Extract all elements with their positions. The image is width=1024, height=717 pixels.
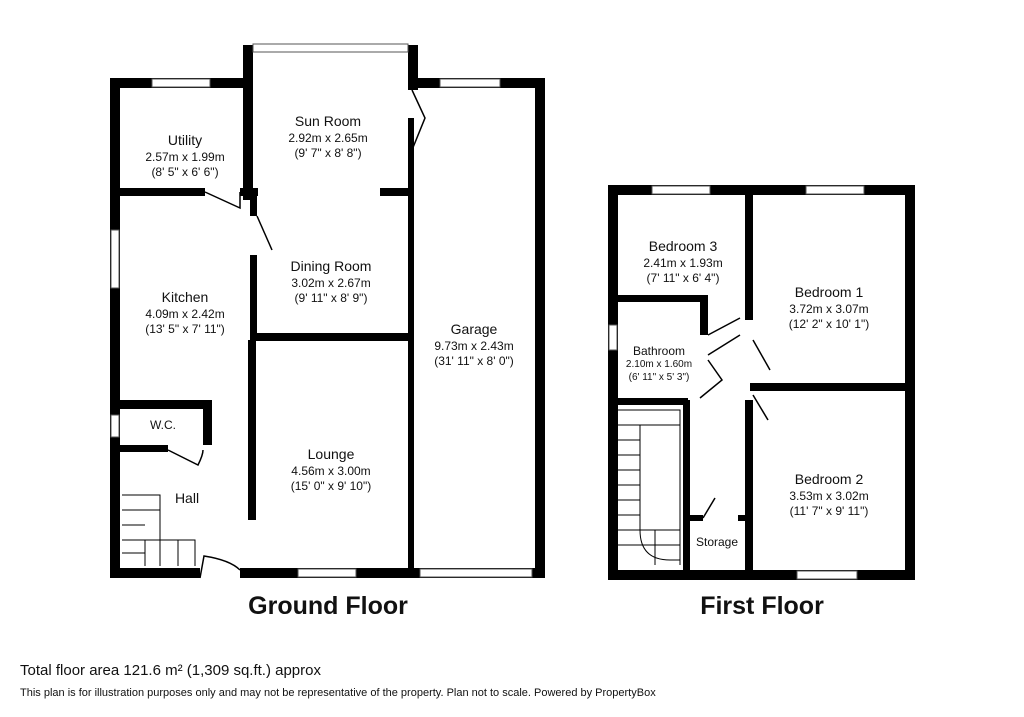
room-wc: W.C. xyxy=(150,418,176,433)
room-metric: 4.09m x 2.42m xyxy=(145,306,225,321)
room-metric: 3.53m x 3.02m xyxy=(789,488,869,503)
room-imperial: (8' 5" x 6' 6") xyxy=(151,164,219,179)
room-metric: 2.57m x 1.99m xyxy=(145,149,225,164)
room-imperial: (6' 11" x 5' 3") xyxy=(628,371,690,383)
room-metric: 4.56m x 3.00m xyxy=(291,463,371,478)
room-name: W.C. xyxy=(150,418,176,432)
room-name: Bedroom 2 xyxy=(794,471,864,487)
room-name: Bedroom 3 xyxy=(648,238,718,254)
room-name: Storage xyxy=(695,535,739,549)
ground-floor-title: Ground Floor xyxy=(248,592,408,620)
room-metric: 2.10m x 1.60m xyxy=(625,359,693,370)
room-storage: Storage xyxy=(696,535,738,550)
disclaimer: This plan is for illustration purposes o… xyxy=(20,687,656,699)
room-imperial: (7' 11" x 6' 4") xyxy=(646,270,720,285)
doors xyxy=(167,89,771,579)
room-name: Garage xyxy=(450,321,498,337)
stairs xyxy=(122,409,681,566)
room-name: Utility xyxy=(167,132,203,148)
room-imperial: (12' 2" x 10' 1") xyxy=(788,316,870,331)
room-metric: 2.41m x 1.93m xyxy=(643,255,723,270)
room-name: Bedroom 1 xyxy=(794,284,864,300)
total-floor-area: Total floor area 121.6 m² (1,309 sq.ft.)… xyxy=(20,662,321,679)
first-floor-title: First Floor xyxy=(700,592,824,620)
room-name: Lounge xyxy=(307,446,355,462)
room-imperial: (15' 0" x 9' 10") xyxy=(290,478,372,493)
room-metric: 3.72m x 3.07m xyxy=(789,301,869,316)
room-imperial: (31' 11" x 8' 0") xyxy=(434,353,514,368)
room-imperial: (9' 11" x 8' 9") xyxy=(294,290,368,305)
room-metric: 3.02m x 2.67m xyxy=(291,275,371,290)
room-imperial: (9' 7" x 8' 8") xyxy=(294,145,362,160)
room-name: Hall xyxy=(174,490,200,506)
room-name: Sun Room xyxy=(294,113,362,129)
room-name: Bathroom xyxy=(632,344,686,358)
room-imperial: (13' 5" x 7' 11") xyxy=(145,321,225,336)
windows xyxy=(110,43,865,580)
room-imperial: (11' 7" x 9' 11") xyxy=(789,503,869,518)
room-metric: 9.73m x 2.43m xyxy=(434,338,514,353)
room-name: Dining Room xyxy=(290,258,372,274)
room-name: Kitchen xyxy=(161,289,209,305)
room-metric: 2.92m x 2.65m xyxy=(288,130,368,145)
room-hall: Hall xyxy=(175,490,199,508)
